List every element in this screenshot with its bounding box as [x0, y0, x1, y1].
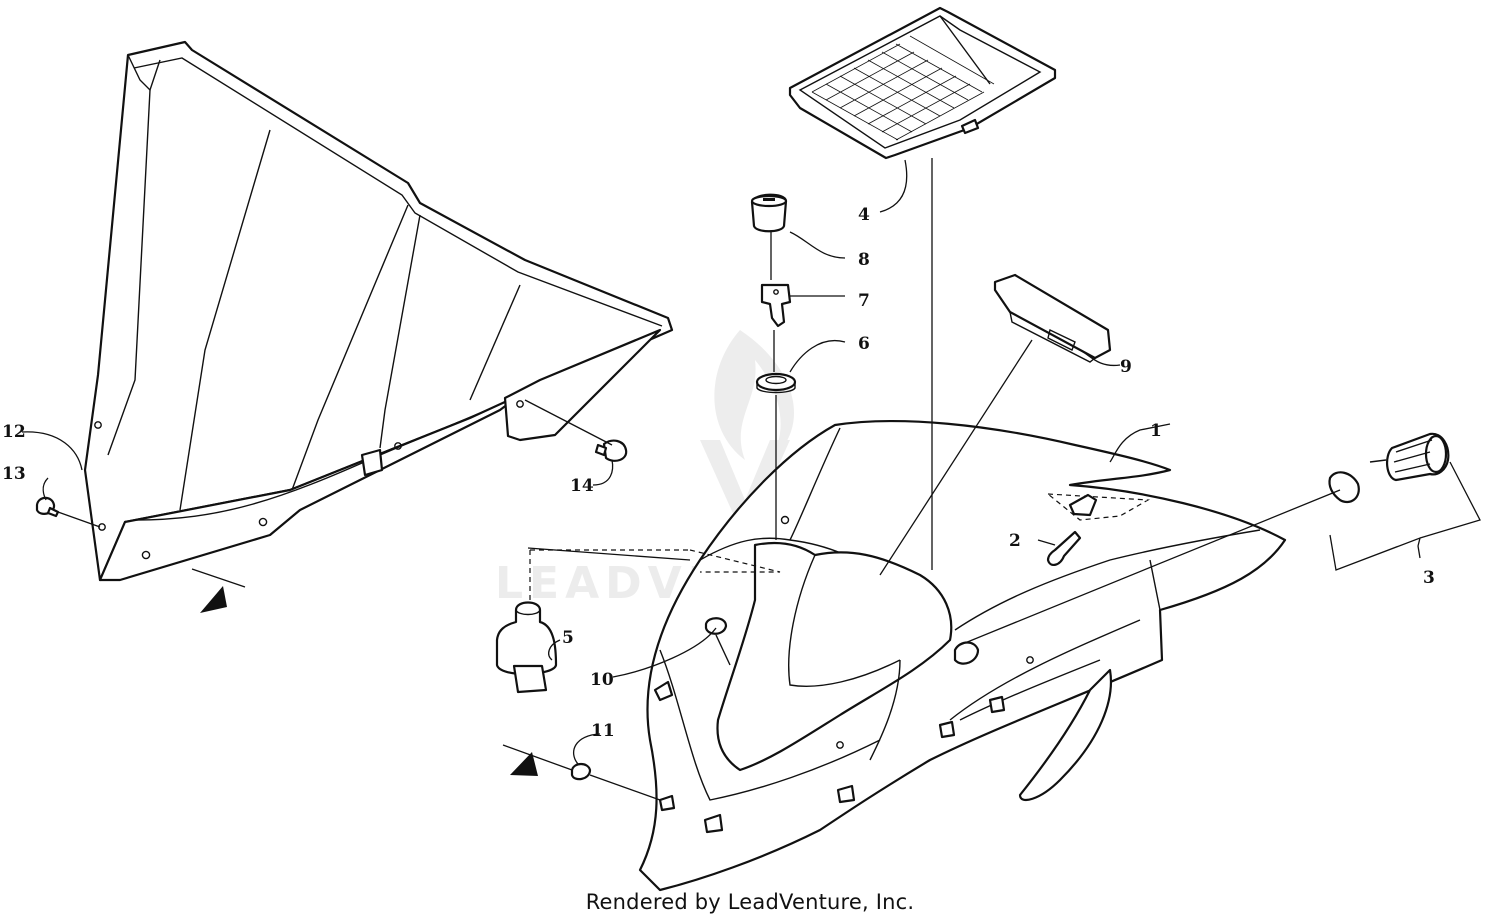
part-10-screw — [704, 617, 731, 666]
callout-2: 2 — [1009, 531, 1021, 551]
callout-10: 10 — [590, 670, 614, 690]
part-2-screw — [1046, 530, 1082, 566]
part-9-display-module — [993, 273, 1112, 363]
part-11-clip — [570, 762, 592, 781]
leader-lines — [21, 158, 1481, 801]
windshield — [83, 40, 674, 582]
callout-13: 13 — [2, 464, 26, 484]
callout-4: 4 — [858, 205, 870, 225]
direction-arrow-left — [191, 568, 246, 613]
callout-3: 3 — [1423, 568, 1435, 588]
callout-5: 5 — [562, 628, 574, 648]
callout-6: 6 — [858, 334, 870, 354]
direction-arrow-bottom — [502, 744, 573, 776]
part-5-switch — [495, 601, 558, 694]
callout-8: 8 — [858, 250, 870, 270]
part-13-screw — [35, 496, 60, 518]
part-14-screw — [594, 439, 628, 462]
mesh-pattern — [811, 35, 995, 141]
part-6-ring-nut — [755, 372, 797, 394]
render-credit: Rendered by LeadVenture, Inc. — [585, 890, 915, 914]
hood — [638, 419, 1287, 892]
part-7-key — [760, 283, 792, 328]
callout-9: 9 — [1120, 357, 1132, 377]
part-3-power-socket — [1328, 432, 1450, 504]
callout-11: 11 — [591, 721, 615, 741]
callout-labels: 1 2 3 4 5 6 7 8 9 10 11 12 13 14 — [2, 205, 1435, 741]
callout-7: 7 — [858, 291, 870, 311]
callout-1: 1 — [1150, 421, 1162, 441]
callout-12: 12 — [2, 422, 26, 442]
callout-14: 14 — [570, 476, 594, 496]
part-8-key-cap — [750, 193, 788, 233]
part-4-storage-tray — [788, 6, 1057, 160]
